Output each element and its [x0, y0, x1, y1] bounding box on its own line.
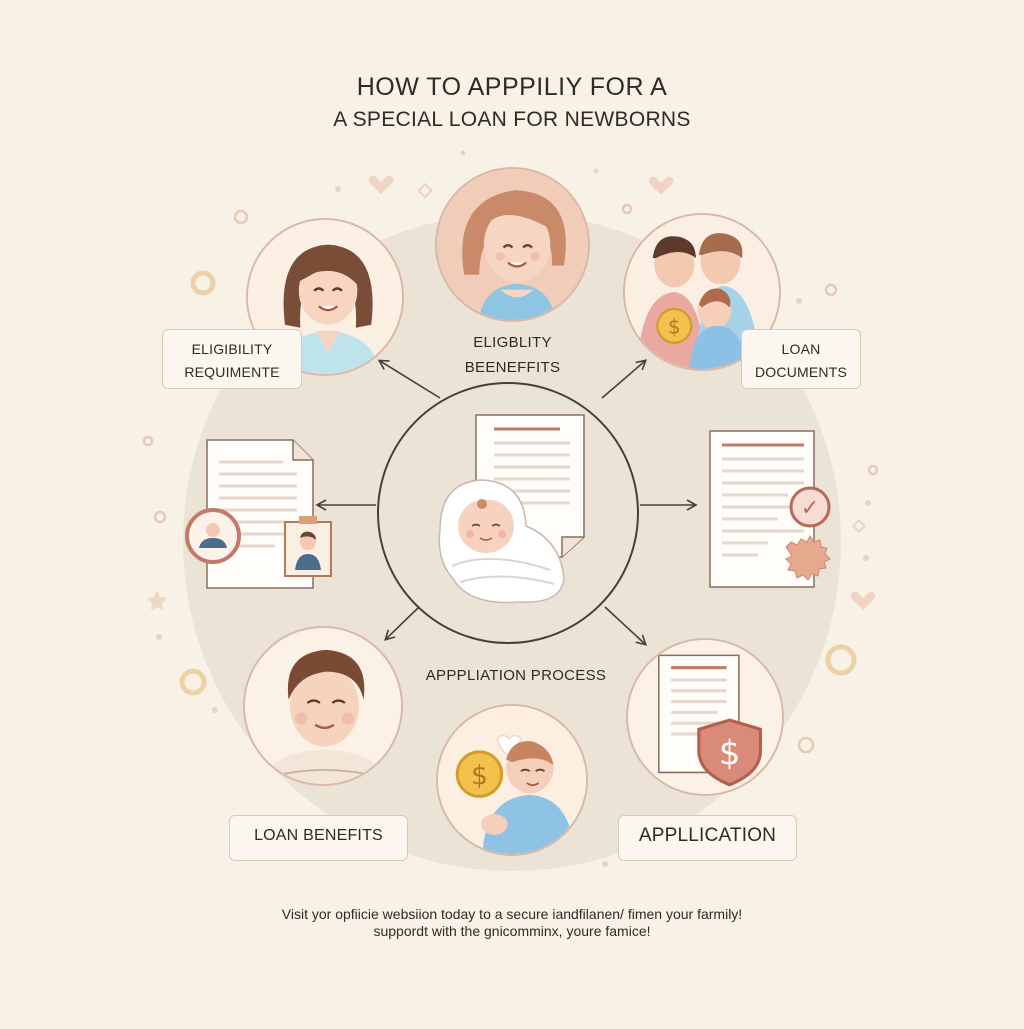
- label-line: ELIGIBILITY: [191, 341, 273, 357]
- mother-portrait-top: [435, 167, 590, 322]
- loan-documents-label: LOAN DOCUMENTS: [741, 329, 861, 389]
- label-line: BEENEFFITS: [464, 359, 561, 376]
- footer-line-1: Visit yor opfiicie websiion today to a s…: [281, 906, 743, 922]
- loan-benefits-label: LOAN BENEFITS: [229, 815, 408, 861]
- coin-symbol: $: [668, 315, 681, 339]
- eligibility-requirements-label: ELIGIBILITY REQUIMENTE: [162, 329, 302, 389]
- baby-with-coin-portrait: $: [436, 704, 588, 856]
- application-label: APPLLICATION: [618, 815, 797, 861]
- page-title: HOW TO APPPILIY FOR A: [356, 73, 668, 101]
- swaddled-baby-icon: [430, 470, 570, 610]
- label-line: REQUIMENTE: [184, 364, 280, 380]
- application-process-label: APPPLIATION PROCESS: [425, 667, 607, 684]
- parent-portrait-left: [246, 218, 404, 376]
- secure-document-portrait: $: [626, 638, 784, 796]
- label-line: LOAN: [781, 341, 821, 357]
- center-ring: [377, 382, 639, 644]
- id-document-icon: [185, 438, 335, 593]
- label-line: ELIGBLITY: [473, 334, 552, 351]
- coin-symbol: $: [471, 760, 488, 791]
- approved-document-icon: ✓: [708, 429, 834, 591]
- shield-icon: $: [719, 734, 741, 773]
- father-portrait-bottom-left: [243, 626, 403, 786]
- page-subtitle: A SPECIAL LOAN FOR NEWBORNS: [333, 108, 691, 131]
- eligibility-benefits-label: ELIGBLITY BEENEFFITS: [440, 330, 585, 380]
- check-icon: ✓: [801, 496, 819, 521]
- label-line: DOCUMENTS: [754, 364, 848, 380]
- footer-line-2: suppordt with the gnicomminx, youre fami…: [373, 923, 651, 939]
